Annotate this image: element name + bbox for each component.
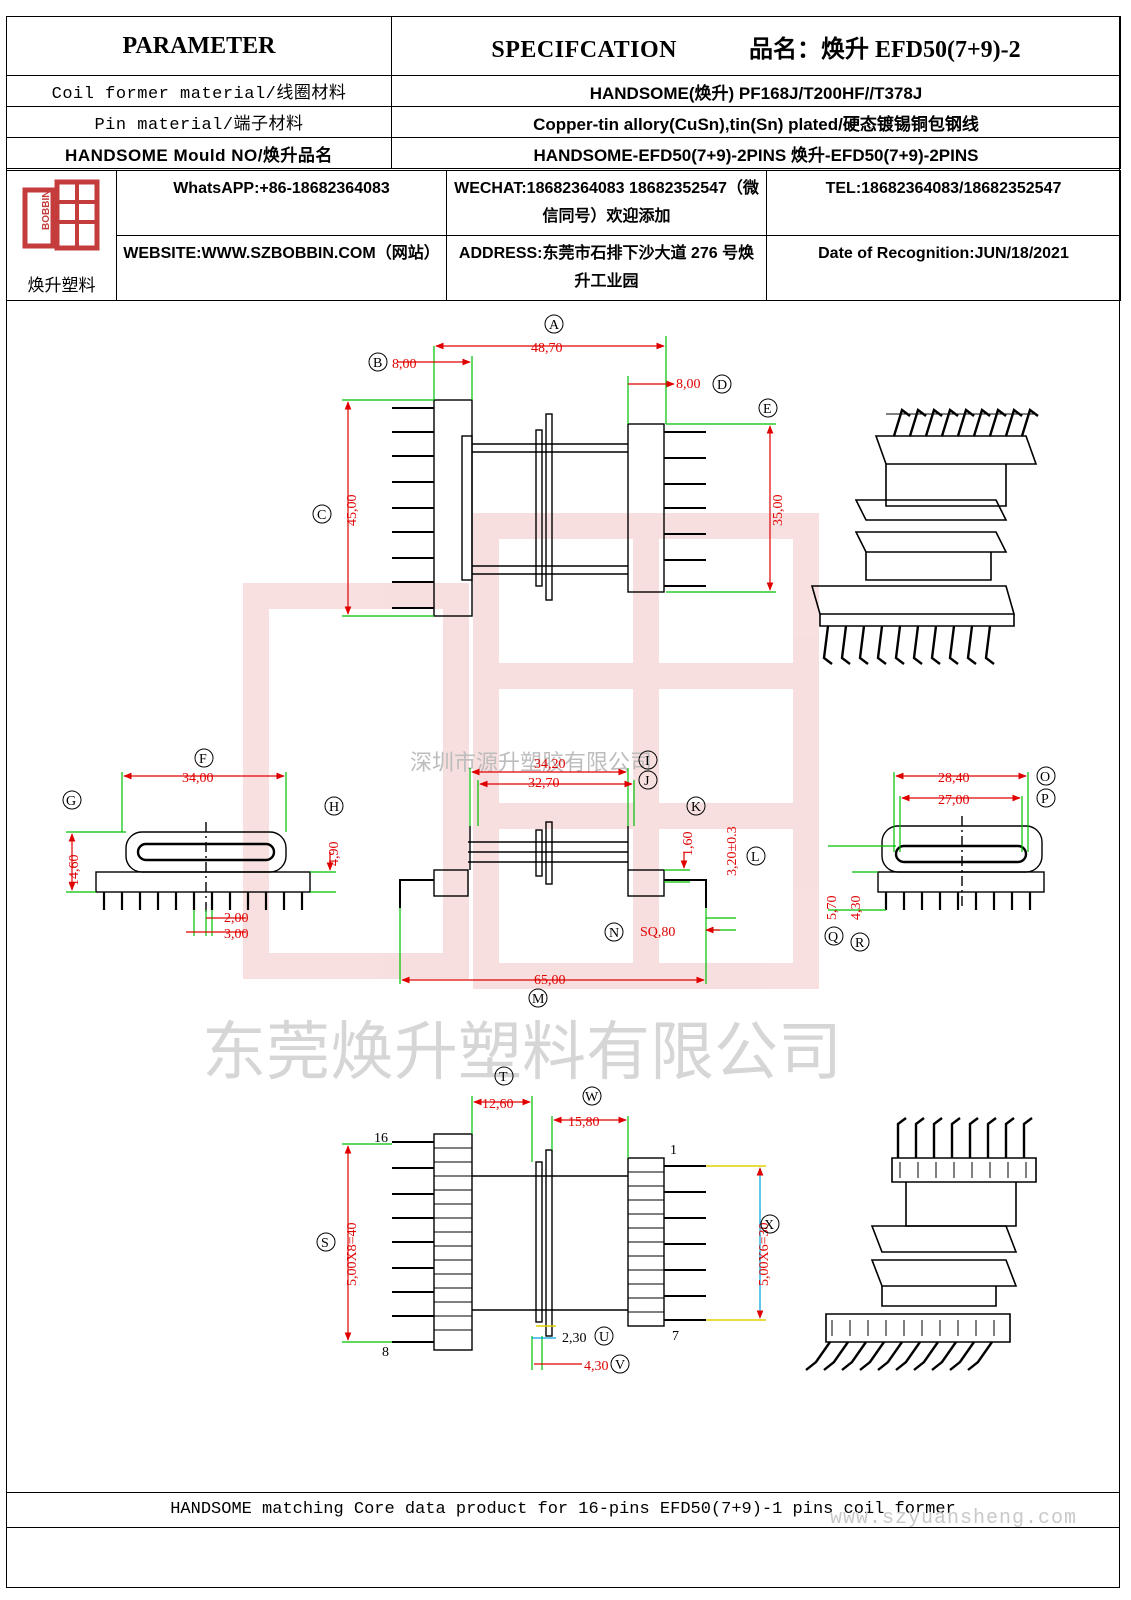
dim-S-value: 5,00X8=40: [345, 1222, 360, 1286]
coil-material-label: Coil former material/线圈材料: [6, 75, 392, 107]
dim-F-value: 34,00: [182, 771, 214, 786]
dim-W-value: 15,80: [568, 1115, 600, 1130]
website-cell: WEBSITE:WWW.SZBOBBIN.COM（网站）: [116, 235, 447, 301]
isometric-view-top: [810, 408, 1039, 665]
dim-T-value: 12,60: [482, 1097, 514, 1112]
dim-I-value: 34,20: [534, 757, 566, 772]
label-T: T: [499, 1070, 508, 1085]
side-view-left-dim-lines: [68, 772, 334, 933]
specification-title: SPECIFCATION: [491, 36, 677, 63]
dim-B-value: 8,00: [392, 357, 417, 372]
mould-no-label: HANDSOME Mould NO/焕升品名: [6, 137, 392, 169]
date-cell: Date of Recognition:JUN/18/2021: [766, 235, 1121, 301]
watermark-large: 东莞焕升塑料有限公司: [202, 1016, 842, 1090]
pin-number-8: 8: [382, 1345, 389, 1360]
side-view-right: [877, 816, 1045, 910]
label-O: O: [1040, 770, 1050, 785]
bottom-view-dim-lines: [344, 1098, 627, 1365]
dim-M-value: 65,00: [534, 973, 566, 988]
bottom-view-dims-yellow: [536, 1165, 766, 1327]
tel-cell: TEL:18682364083/18682352547: [766, 170, 1121, 236]
dim-E-value: 35,00: [771, 495, 786, 527]
dim-X-value: 5,00X6=30: [757, 1222, 772, 1286]
dim-K-value: 1,60: [681, 832, 696, 857]
label-G: G: [66, 794, 76, 809]
label-B: B: [373, 356, 382, 371]
coil-material-value: HANDSOME(焕升) PF168J/T200HF//T378J: [391, 75, 1121, 107]
dim-J-value: 32,70: [528, 776, 560, 791]
top-view-dim-lines: [344, 342, 774, 615]
dim-D-value: 8,00: [676, 377, 701, 392]
top-view-dims: [342, 336, 776, 617]
parameter-heading: PARAMETER: [6, 16, 392, 76]
side-view-right-dims: [828, 772, 1029, 911]
side-view-left-dims: [66, 772, 336, 936]
label-J: J: [644, 774, 650, 789]
label-L: L: [751, 850, 760, 865]
label-V: V: [615, 1358, 625, 1373]
bottom-view-dims: [342, 1096, 629, 1370]
wechat-cell: WECHAT:18682364083 18682352547（微信同号）欢迎添加: [446, 170, 767, 236]
label-H: H: [329, 800, 339, 815]
pin-number-7: 7: [672, 1329, 679, 1344]
label-W: W: [585, 1090, 599, 1105]
technical-drawing: 48,70 8,00 8,00 45,00 35,00 A B C D E 深圳: [62, 314, 1056, 1374]
label-K: K: [691, 800, 701, 815]
front-view-dim-lines: [401, 768, 720, 984]
dim-Q-value: 5,70: [825, 896, 840, 921]
top-view: [392, 399, 706, 617]
dim-G-value: 14,60: [67, 855, 82, 887]
label-Q: Q: [828, 930, 838, 945]
dim-L-value: 3,20±0.3: [725, 826, 740, 876]
label-S: S: [321, 1236, 329, 1251]
logo-mark-icon: BOBBIN: [22, 179, 99, 250]
product-name: 品名：焕升 EFD50(7+9)-2: [748, 36, 1021, 63]
svg-text:BOBBIN: BOBBIN: [41, 190, 52, 229]
bottom-view: [392, 1133, 706, 1351]
bottom-view-dim-lines-blue: [532, 1167, 764, 1339]
front-view-dims: [399, 768, 736, 984]
dim-A-value: 48,70: [531, 341, 563, 356]
label-X: X: [764, 1218, 774, 1233]
contact-table: BOBBIN 焕升塑料 WhatsAPP:+86-18682364083 WEC…: [6, 170, 1121, 301]
label-C: C: [317, 508, 326, 523]
dim-C-value: 45,00: [345, 495, 360, 527]
label-P: P: [1041, 792, 1049, 807]
parameter-table: PARAMETER SPECIFCATION 品名：焕升 EFD50(7+9)-…: [6, 16, 1121, 169]
pin-pitch-b-value: 3,00: [224, 927, 249, 942]
label-A: A: [549, 318, 560, 333]
dim-U-value: 2,30: [562, 1331, 587, 1346]
label-N: N: [609, 926, 619, 941]
pin-pitch-a-value: 2,00: [224, 911, 249, 926]
dim-N-value: SQ,80: [640, 925, 675, 940]
pin-number-16: 16: [374, 1131, 388, 1146]
whatsapp-cell: WhatsAPP:+86-18682364083: [116, 170, 447, 236]
label-M: M: [532, 992, 545, 1007]
label-U: U: [599, 1330, 609, 1345]
label-R: R: [855, 936, 865, 951]
front-view: [399, 821, 707, 908]
label-F: F: [199, 752, 207, 767]
specification-heading: SPECIFCATION 品名：焕升 EFD50(7+9)-2: [391, 16, 1121, 76]
pin-material-value: Copper-tin allory(CuSn),tin(Sn) plated/硬…: [391, 106, 1121, 138]
isometric-view-bottom: [805, 1117, 1037, 1371]
label-E: E: [763, 402, 772, 417]
address-cell: ADDRESS:东莞市石排下沙大道 276 号焕升工业园: [446, 235, 767, 301]
mould-no-value: HANDSOME-EFD50(7+9)-2PINS 焕升-EFD50(7+9)-…: [391, 137, 1121, 169]
side-view-right-dim-lines: [895, 772, 1027, 802]
dim-R-value: 4,30: [849, 896, 864, 921]
dim-H-value: 4,90: [327, 842, 342, 867]
side-view-left: [95, 822, 311, 916]
pin-number-1: 1: [670, 1143, 677, 1158]
logo-caption: 焕升塑料: [27, 275, 96, 295]
label-D: D: [717, 378, 727, 393]
dim-P-value: 27,00: [938, 793, 970, 808]
dim-V-value: 4,30: [584, 1359, 609, 1374]
label-I: I: [645, 754, 650, 769]
company-logo: BOBBIN 焕升塑料: [6, 170, 117, 301]
site-watermark: www.szyuansheng.com: [830, 1507, 1078, 1530]
pin-material-label: Pin material/端子材料: [6, 106, 392, 138]
footer-note: HANDSOME matching Core data product for …: [6, 1492, 1120, 1528]
dim-O-value: 28,40: [938, 771, 970, 786]
